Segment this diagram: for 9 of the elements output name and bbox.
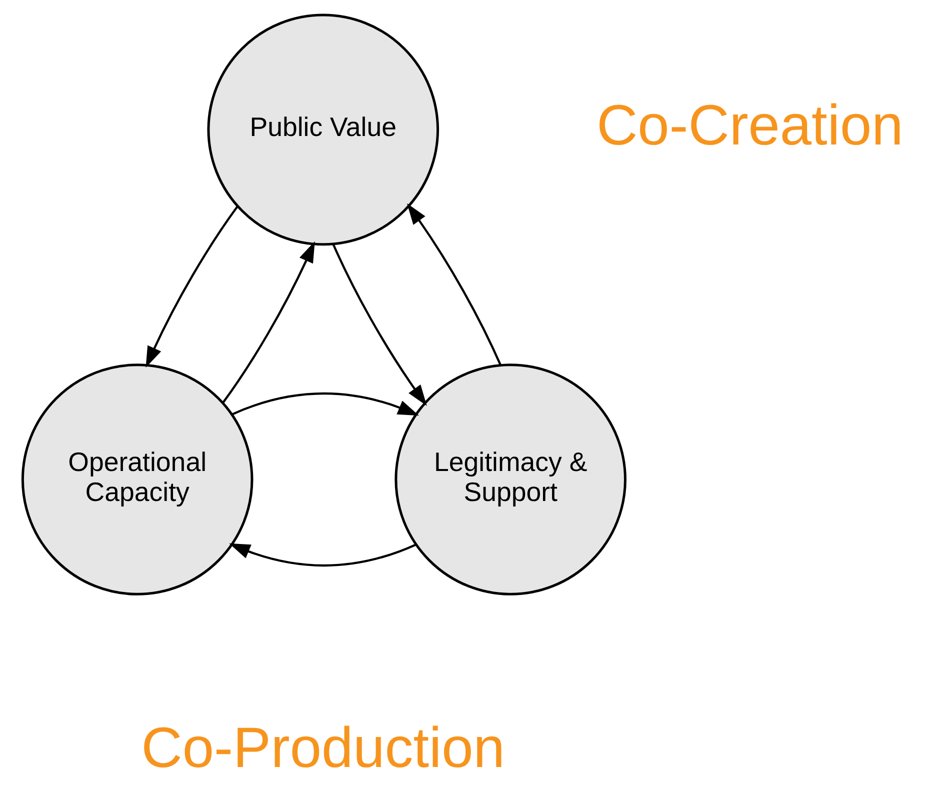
arrow: [332, 244, 427, 406]
label: Co-Production: [141, 716, 505, 780]
arrow: [222, 241, 315, 404]
label: Co-Creation: [596, 93, 904, 158]
arrow: [146, 206, 238, 368]
node-circle: Public Value: [207, 14, 440, 246]
arrow: [232, 392, 419, 416]
arrow: [229, 543, 416, 566]
arrow: [406, 203, 502, 366]
